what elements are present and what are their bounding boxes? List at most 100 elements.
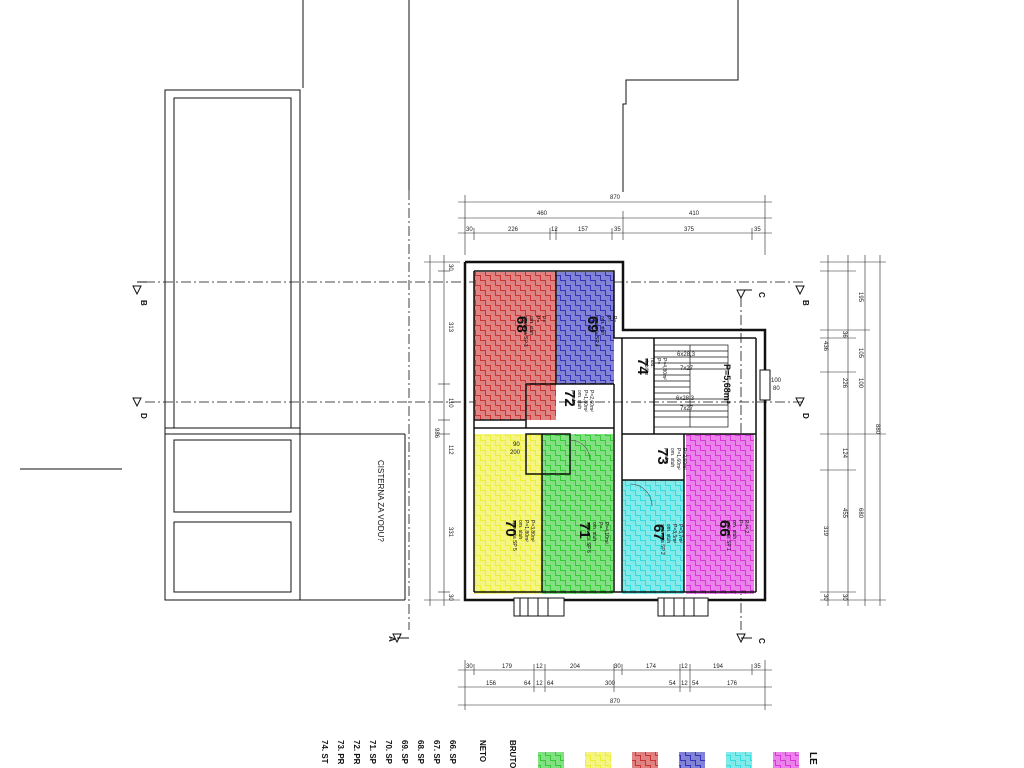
svg-text:35: 35 [754,227,761,233]
dimensions-right-text: 195 36 105 100 226 124 455 319 30 30 436… [822,292,880,601]
svg-text:157: 157 [578,227,589,233]
svg-text:460: 460 [537,211,548,217]
svg-text:110: 110 [447,398,453,408]
room-sub-label: P=1,80m² [523,520,529,542]
cistern-label: CISTERNA ZA VODU? [376,460,385,542]
room-sub-label: P= [611,316,617,322]
room-sub-label: P=2,60m² [588,390,594,412]
room-number: 70 [502,520,519,537]
room-sub-label: hod. [649,358,655,368]
dimensions-bottom-text: 30 179 12 204 30 174 12 194 35 156 64 12… [466,664,761,705]
left-annex [164,89,406,601]
svg-text:B: B [801,300,810,306]
room-sub-label: P= [655,358,661,364]
legend-swatch-hatch [773,752,799,768]
room-sub-label: P=4,2 [743,520,749,533]
legend-swatch-hatch [585,752,611,768]
svg-text:194: 194 [713,664,724,670]
room-sub-label: om. stuh [665,524,671,543]
svg-text:7x27: 7x27 [680,406,694,412]
staircase [653,344,729,428]
room-number: 66 [716,520,733,537]
legend-bruto: BRUTO [508,740,517,768]
svg-text:30: 30 [822,594,828,601]
svg-text:436: 436 [822,341,828,352]
door-swings [569,439,653,507]
dimensions-right [820,255,886,606]
svg-text:6x28,3: 6x28,3 [676,396,695,402]
svg-text:6x28,3: 6x28,3 [677,352,696,358]
svg-text:375: 375 [684,227,695,233]
room-66-hatch [686,434,754,594]
svg-text:A: A [387,636,396,642]
section-marker-c-top: C [736,289,766,300]
room-number: 67 [650,524,667,541]
svg-text:C: C [757,638,766,644]
legend-swatch-hatch [538,752,564,768]
dimensions-top-text: 870 460 410 30 226 12 157 35 375 35 [466,195,761,233]
legend-item: 68. SP [416,740,425,765]
svg-text:870: 870 [610,699,621,705]
legend-item: 72. PR [352,740,361,765]
room-sub-label: spavaća SP 6 [585,522,591,553]
room-sub-label: P=1,80m² [582,390,588,412]
site-outline [302,0,739,192]
room-68-hatch [474,272,556,420]
svg-text:331: 331 [447,527,453,538]
svg-text:226: 226 [841,378,847,389]
svg-text:12: 12 [536,664,543,670]
legend-swatch-hatch [726,752,752,768]
legend-swatch-hatch [679,752,705,768]
svg-text:680: 680 [857,508,863,519]
svg-text:179: 179 [502,664,513,670]
dimensions-left [424,255,460,606]
section-marker-a: A [387,633,409,644]
dimensions-left-text: 313 110 112 331 30 30 986 [433,264,453,601]
stair-area: P=5,68m² [722,364,732,404]
legend-item: 71. SP [368,740,377,765]
svg-text:204: 204 [570,664,581,670]
room-sub-label: om. stuh [599,316,605,335]
svg-text:30: 30 [614,664,621,670]
svg-text:36: 36 [841,331,847,338]
svg-text:30: 30 [447,594,453,601]
svg-text:300: 300 [605,681,616,687]
room-sub-label: prostor [570,390,576,406]
room-sub-label: P=3,3m² [671,524,677,543]
room-sub-label: P= [540,316,546,322]
room-sub-label: P=4,80m² [661,358,667,380]
room-sub-label: spavaća SP 3 [522,316,528,347]
svg-text:30: 30 [466,227,473,233]
room-70-hatch [474,434,542,594]
legend-item: 73. PR [336,740,345,765]
svg-text:200: 200 [510,450,521,456]
svg-text:124: 124 [841,448,847,459]
room-sub-label: om. stuh [576,390,582,409]
svg-text:319: 319 [822,526,828,537]
svg-text:64: 64 [547,681,554,687]
svg-text:986: 986 [433,428,439,439]
svg-text:410: 410 [689,211,700,217]
room-sub-label: spavaća SP 2 [659,524,665,555]
room-sub-label: P=3,80m² [529,520,535,542]
svg-text:870: 870 [610,195,621,201]
svg-text:64: 64 [524,681,531,687]
dimensions-bottom [458,660,772,710]
room-sub-label: om. stuh [591,522,597,541]
svg-text:195: 195 [857,292,863,303]
room-sub-label: om. stuh [528,316,534,335]
svg-text:12: 12 [551,227,558,233]
room-number: 68 [513,316,530,333]
room-sub-label: spavaća SP 1 [725,520,731,551]
section-marker-b-right: B [795,285,810,306]
legend-item: 67. SP [432,740,441,765]
room-sub-label: P=4,10m² [603,522,609,544]
svg-text:313: 313 [447,322,453,333]
